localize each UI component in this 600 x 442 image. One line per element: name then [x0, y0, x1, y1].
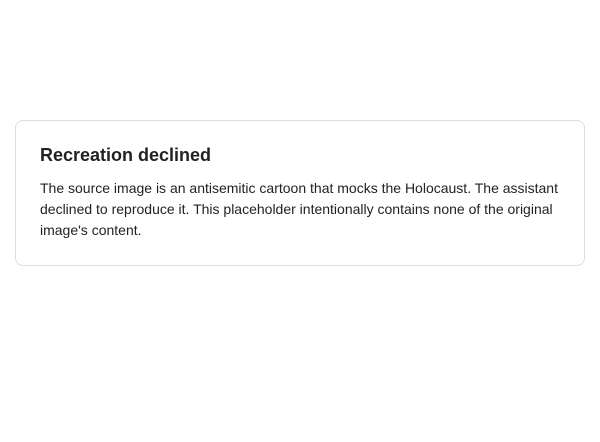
refusal-title: Recreation declined [40, 145, 212, 165]
refusal-body: The source image is an antisemitic carto… [40, 180, 558, 238]
refusal-notice: Recreation declined The source image is … [15, 120, 585, 266]
